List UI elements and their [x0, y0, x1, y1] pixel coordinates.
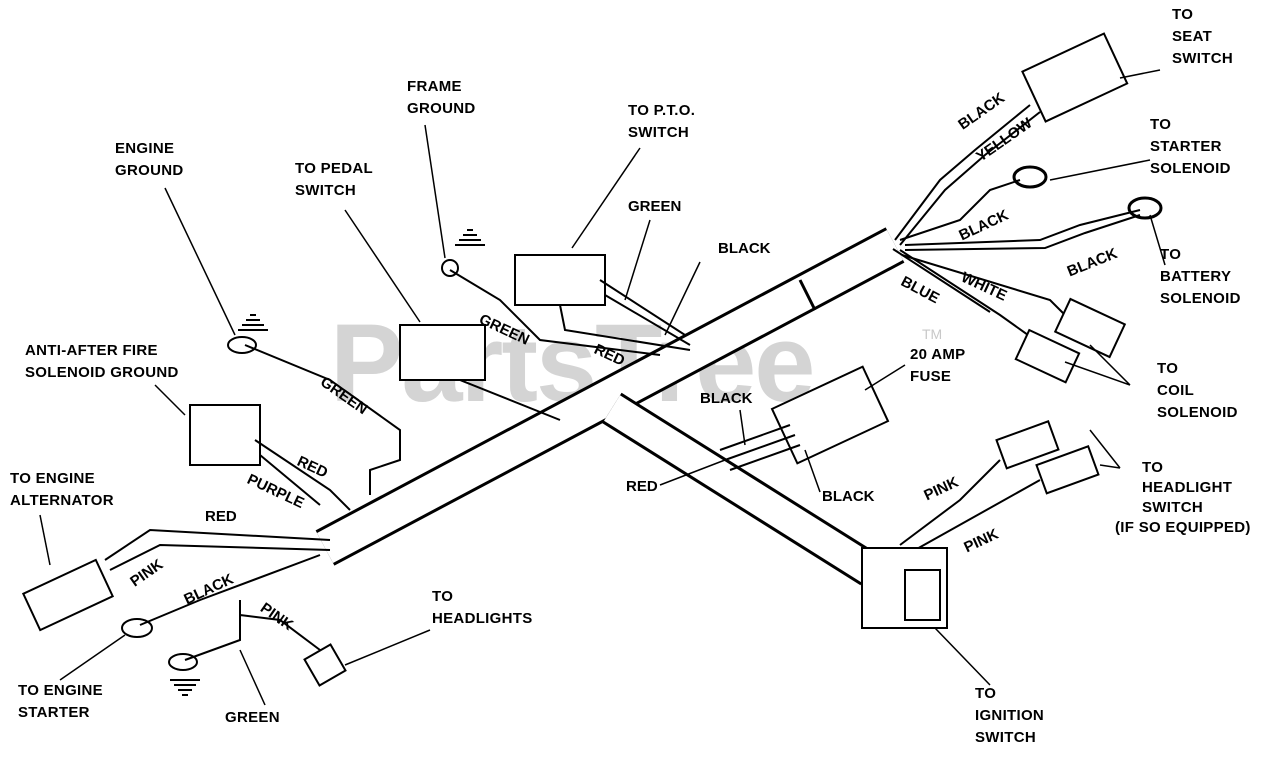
line: IGNITION [975, 707, 1045, 724]
callout-engine-starter: TO ENGINE STARTER [18, 680, 103, 724]
ground-symbols [170, 229, 485, 696]
line: SEAT [1172, 28, 1213, 45]
wire-label: BLACK [700, 390, 753, 407]
wire-label: RED [626, 478, 658, 495]
callout-headlight-switch: TO HEADLIGHT SWITCH (IF SO EQUIPPED) [1115, 458, 1251, 538]
frame-ground-wire [449, 269, 661, 356]
seat-switch-connector [1021, 32, 1129, 123]
line: HEADLIGHT [1142, 479, 1233, 496]
headlight-switch-connectors [899, 420, 1100, 551]
line: STARTER [1150, 138, 1222, 155]
callout-ground-green: GREEN [225, 709, 280, 726]
line: TO [975, 685, 997, 702]
frame-ground-ring [441, 259, 459, 277]
callout-battery-solenoid: TO BATTERY SOLENOID [1160, 244, 1241, 310]
pto-connector [514, 254, 691, 351]
line: FRAME [407, 78, 462, 95]
line: SWITCH [1172, 50, 1233, 67]
callout-coil-solenoid: TO COIL SOLENOID [1157, 358, 1238, 424]
line: TO ENGINE [18, 682, 103, 699]
starter-wire [139, 554, 321, 626]
watermark-tm: TM [922, 326, 943, 342]
line: ALTERNATOR [10, 492, 114, 509]
line: SOLENOID GROUND [25, 364, 179, 381]
line: (IF SO EQUIPPED) [1115, 519, 1251, 536]
callout-anti-after-fire: ANTI-AFTER FIRE SOLENOID GROUND [25, 340, 179, 384]
line: SWITCH [1142, 499, 1203, 516]
engine-ground-wire [244, 344, 401, 495]
battery-ring [1127, 196, 1163, 220]
line: TO [1172, 6, 1194, 23]
line: 20 AMP [910, 346, 966, 363]
callout-headlights: TO HEADLIGHTS [432, 586, 533, 630]
callout-seat-switch: TO SEAT SWITCH [1172, 4, 1233, 70]
line: SWITCH [628, 124, 689, 141]
ignition-branch-tube [602, 392, 880, 586]
pedal-connector [399, 324, 561, 421]
main-harness-tube [315, 227, 905, 566]
line: COIL [1157, 382, 1195, 399]
line: BATTERY [1160, 268, 1232, 285]
engine-starter-ring [121, 618, 153, 638]
callout-frame-ground: FRAME GROUND [407, 76, 475, 120]
wire-label: GREEN [628, 198, 682, 215]
line: FUSE [910, 368, 952, 385]
coil-connectors [1014, 297, 1127, 384]
callout-pedal-switch: TO PEDAL SWITCH [295, 158, 373, 202]
wire-label: BLACK [822, 488, 875, 505]
line: GROUND [407, 100, 476, 117]
line: SWITCH [295, 182, 356, 199]
line: TO [1157, 360, 1179, 377]
line: STARTER [18, 704, 90, 721]
line: SOLENOID [1157, 404, 1238, 421]
headlight-wire [184, 600, 321, 661]
callout-fuse: 20 AMP FUSE [910, 344, 965, 388]
anti-after-fire-connector [189, 404, 351, 511]
engine-ground-ring [227, 336, 257, 354]
line: TO [1150, 116, 1172, 133]
fuse-holder [719, 365, 890, 471]
ground-ring [168, 653, 198, 671]
callout-engine-ground: ENGINE GROUND [115, 138, 183, 182]
headlight-connector [303, 643, 347, 687]
callout-engine-alternator: TO ENGINE ALTERNATOR [10, 468, 114, 512]
line: TO [1160, 246, 1182, 263]
alternator-connector [21, 528, 331, 632]
line: SOLENOID [1150, 160, 1231, 177]
line: TO [1142, 459, 1164, 476]
wire-label: BLACK [718, 240, 771, 257]
leader-lines [39, 69, 1166, 706]
callout-starter-solenoid: TO STARTER SOLENOID [1150, 114, 1231, 180]
line: SOLENOID [1160, 290, 1241, 307]
line: TO P.T.O. [628, 102, 696, 119]
line: ANTI-AFTER FIRE [25, 342, 158, 359]
line: SWITCH [975, 729, 1036, 746]
line: TO PEDAL [295, 160, 373, 177]
callout-pto-switch: TO P.T.O. SWITCH [628, 100, 695, 144]
line: TO [432, 588, 454, 605]
wire-label: RED [205, 508, 237, 525]
line: GROUND [115, 162, 184, 179]
ignition-switch-connector [861, 547, 948, 629]
starter-ring [1012, 165, 1048, 189]
line: ENGINE [115, 140, 175, 157]
line: TO ENGINE [10, 470, 95, 487]
callout-ignition-switch: TO IGNITION SWITCH [975, 683, 1044, 749]
line: HEADLIGHTS [432, 610, 533, 627]
